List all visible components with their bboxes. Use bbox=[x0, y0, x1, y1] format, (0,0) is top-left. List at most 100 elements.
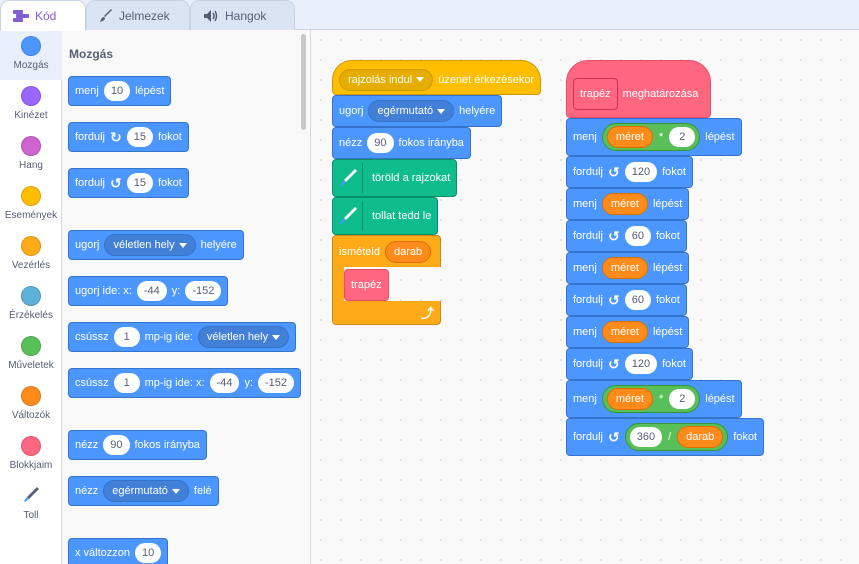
direction-input[interactable]: 90 bbox=[103, 435, 130, 455]
degrees-input[interactable]: 15 bbox=[126, 173, 153, 193]
tab-costumes[interactable]: Jelmezek bbox=[86, 0, 190, 30]
repeat-block[interactable]: ismételd darab ⤴ trapéz bbox=[332, 235, 441, 326]
category-sound[interactable]: Hang bbox=[0, 130, 62, 180]
degrees-input[interactable]: 15 bbox=[126, 127, 153, 147]
y-input[interactable]: -152 bbox=[258, 373, 295, 393]
seconds-input[interactable]: 1 bbox=[113, 373, 140, 393]
palette-section-title: Mozgás bbox=[69, 47, 114, 61]
custom-block-prototype[interactable]: trapéz bbox=[573, 78, 618, 110]
size-variable-reporter[interactable]: méret bbox=[601, 193, 648, 215]
category-my-blocks[interactable]: Blokkjaim bbox=[0, 430, 62, 480]
dropdown-value: egérmutató bbox=[112, 485, 168, 497]
operand-input[interactable]: 2 bbox=[669, 389, 696, 409]
block-label: y: bbox=[171, 285, 181, 297]
category-pen[interactable]: Toll bbox=[0, 480, 62, 530]
glide-xy-block[interactable]: csússz 1 mp-ig ide: x: -44 y: -152 bbox=[68, 368, 302, 398]
block-label: nézz bbox=[339, 137, 363, 149]
events-category-dot bbox=[21, 186, 41, 206]
turn-left-block[interactable]: fordulj ↺ 15 fokot bbox=[68, 168, 189, 198]
repeat-header[interactable]: ismételd darab bbox=[332, 235, 441, 267]
category-label: Érzékelés bbox=[9, 310, 53, 321]
multiply-operator[interactable]: méret*2 bbox=[601, 385, 701, 413]
category-sensing[interactable]: Érzékelés bbox=[0, 280, 62, 330]
speaker-icon bbox=[203, 9, 219, 23]
degrees-input[interactable]: 120 bbox=[624, 354, 658, 374]
script-workspace[interactable]: rajzolás indul üzenet érkezésekor ugorj … bbox=[311, 30, 859, 564]
block-label: ugorj bbox=[75, 239, 100, 251]
point-target-dropdown[interactable]: egérmutató bbox=[103, 480, 189, 502]
multiply-operator[interactable]: méret * 2 bbox=[601, 123, 701, 151]
degrees-input[interactable]: 60 bbox=[624, 226, 651, 246]
glide-to-block[interactable]: csússz 1 mp-ig ide: véletlen hely bbox=[68, 322, 297, 352]
tab-sounds[interactable]: Hangok bbox=[190, 0, 295, 30]
goto-block[interactable]: ugorj véletlen hely helyére bbox=[68, 230, 244, 260]
change-x-block[interactable]: x változzon 10 bbox=[68, 538, 169, 564]
category-control[interactable]: Vezérlés bbox=[0, 230, 62, 280]
block-label: fordulj bbox=[573, 166, 603, 178]
block-label: fordulj bbox=[573, 230, 603, 242]
category-looks[interactable]: Kinézet bbox=[0, 80, 62, 130]
x-input[interactable]: -44 bbox=[209, 373, 240, 393]
size-variable-reporter[interactable]: méret bbox=[606, 388, 653, 410]
size-variable-reporter[interactable]: méret bbox=[601, 257, 648, 279]
custom-block-call[interactable]: trapéz bbox=[344, 269, 389, 301]
define-block[interactable]: trapéz meghatározása bbox=[566, 60, 711, 118]
y-input[interactable]: -152 bbox=[185, 281, 222, 301]
move-steps-block[interactable]: menj 10 lépést bbox=[68, 76, 172, 106]
count-variable-reporter[interactable]: darab bbox=[384, 240, 432, 263]
point-towards-block[interactable]: nézz egérmutató felé bbox=[68, 476, 219, 506]
block-palette: Mozgás menj 10 lépést fordulj ↻ 15 fokot… bbox=[62, 30, 311, 564]
block-label: fordulj bbox=[573, 358, 603, 370]
block-label: menj bbox=[75, 85, 99, 97]
category-motion[interactable]: Mozgás bbox=[0, 30, 62, 80]
goto-xy-block[interactable]: ugorj ide: x: -44 y: -152 bbox=[68, 276, 229, 306]
direction-input[interactable]: 90 bbox=[367, 133, 394, 153]
goto-target-dropdown[interactable]: véletlen hely bbox=[104, 234, 196, 256]
goto-block[interactable]: ugorj egérmutató helyére bbox=[332, 95, 503, 127]
palette-scrollbar[interactable] bbox=[301, 34, 306, 130]
goto-target-dropdown[interactable]: egérmutató bbox=[368, 100, 455, 122]
operand-input[interactable]: 2 bbox=[669, 127, 696, 147]
steps-input[interactable]: 10 bbox=[103, 81, 131, 101]
when-broadcast-received-hat[interactable]: rajzolás indul üzenet érkezésekor bbox=[332, 60, 542, 95]
operator-symbol: / bbox=[668, 431, 672, 443]
category-label: Műveletek bbox=[8, 360, 54, 371]
point-direction-block[interactable]: nézz 90 fokos irányba bbox=[68, 430, 207, 460]
pen-clear-block[interactable]: töröld a rajzokat bbox=[332, 159, 458, 197]
tab-code[interactable]: Kód bbox=[0, 0, 86, 31]
category-operators[interactable]: Műveletek bbox=[0, 330, 62, 380]
degrees-input[interactable]: 120 bbox=[624, 162, 658, 182]
category-events[interactable]: Események bbox=[0, 180, 62, 230]
chevron-down-icon bbox=[272, 334, 281, 340]
block-label: fokos irányba bbox=[134, 439, 200, 451]
x-input[interactable]: -44 bbox=[136, 281, 167, 301]
category-variables[interactable]: Változók bbox=[0, 380, 62, 430]
my-blocks-category-dot bbox=[21, 436, 41, 456]
loop-arrow-icon: ⤴ bbox=[420, 306, 434, 321]
glide-target-dropdown[interactable]: véletlen hely bbox=[197, 326, 290, 348]
turn-right-block[interactable]: fordulj ↻ 15 fokot bbox=[68, 122, 189, 152]
broadcast-message-dropdown[interactable]: rajzolás indul bbox=[339, 68, 434, 91]
point-direction-block[interactable]: nézz 90 fokos irányba bbox=[332, 127, 471, 159]
size-variable-reporter[interactable]: méret bbox=[606, 126, 653, 148]
operand-input[interactable]: 360 bbox=[629, 427, 663, 447]
divide-operator[interactable]: 360 / darab bbox=[624, 423, 729, 451]
rotate-counterclockwise-icon: ↺ bbox=[109, 175, 122, 191]
pen-down-block[interactable]: tollat tedd le bbox=[332, 197, 439, 235]
x-change-input[interactable]: 10 bbox=[135, 543, 162, 563]
operator-symbol: * bbox=[658, 131, 664, 143]
seconds-input[interactable]: 1 bbox=[113, 327, 140, 347]
count-variable-reporter[interactable]: darab bbox=[677, 426, 724, 448]
degrees-input[interactable]: 60 bbox=[624, 290, 651, 310]
size-variable-reporter[interactable]: méret bbox=[601, 321, 648, 343]
